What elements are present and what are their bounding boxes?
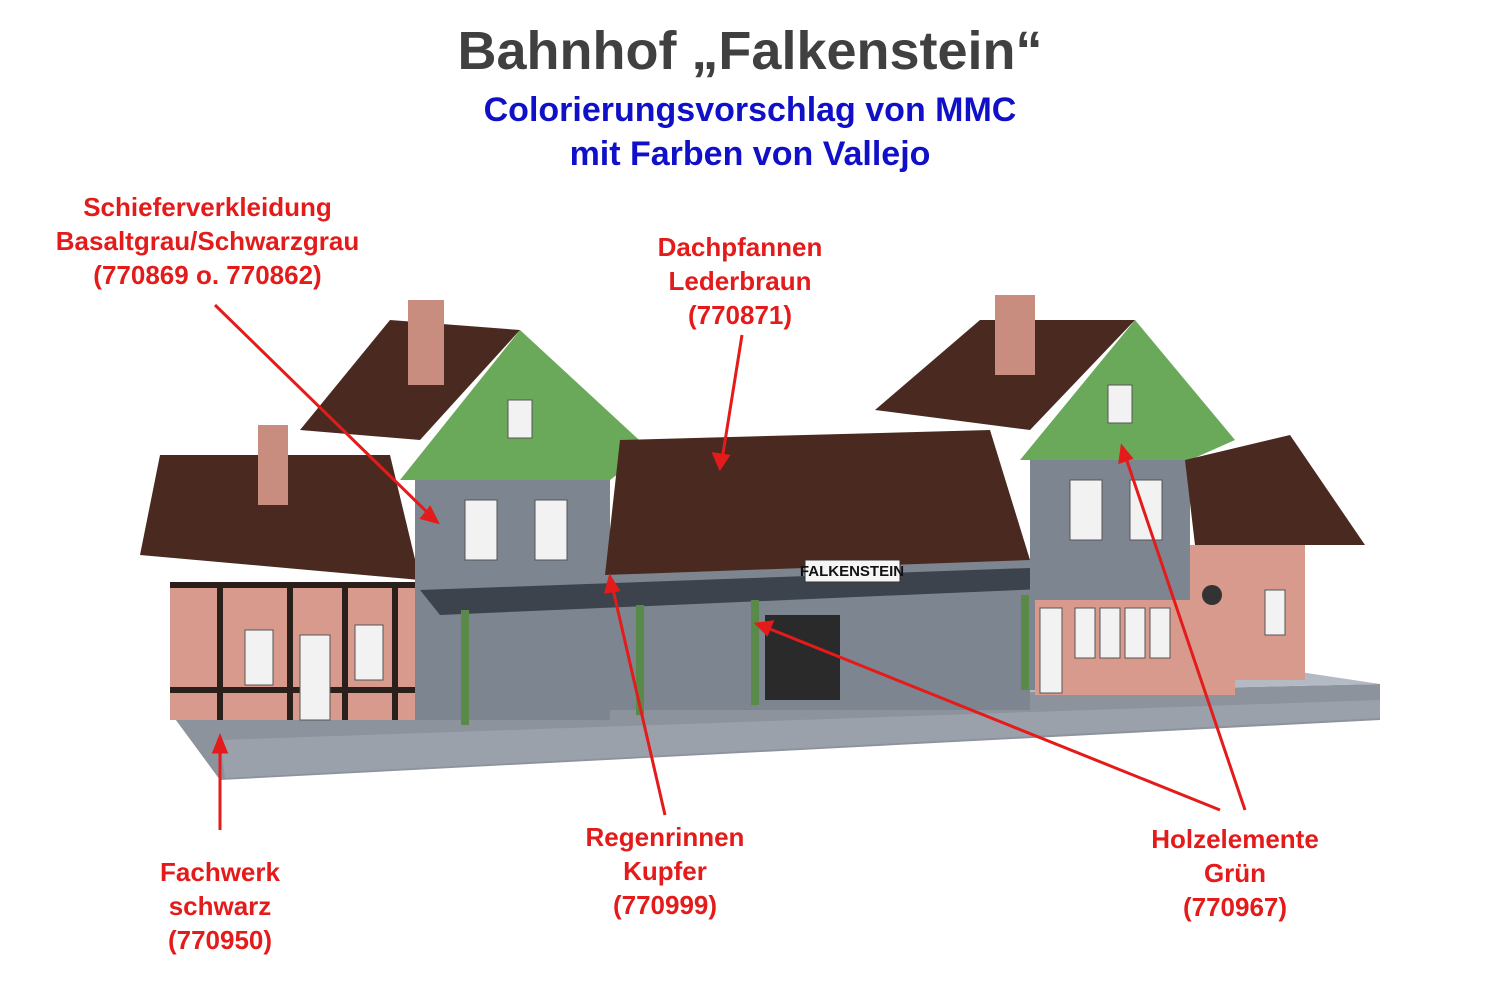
callout-dach-line2: Lederbraun <box>668 266 812 296</box>
callout-holz-line2: Grün <box>1203 858 1267 888</box>
callout-holz-line3: (770967) <box>1182 892 1288 922</box>
centre-hall: FALKENSTEIN <box>420 430 1250 725</box>
callout-dach-line3: (770871) <box>687 300 793 330</box>
left-wing <box>140 425 420 721</box>
callout-regen-line3: (770999) <box>612 890 718 920</box>
callout-dachpfannen: Dachpfannen Lederbraun (770871) <box>630 230 850 332</box>
callout-schieferverkleidung: Schieferverkleidung Basaltgrau/Schwarzgr… <box>40 190 375 292</box>
callout-fachwerk-line2: schwarz <box>168 891 272 921</box>
callout-dach-line1: Dachpfannen <box>657 232 823 262</box>
callout-regen-line2: Kupfer <box>623 856 707 886</box>
right-wing <box>1035 435 1365 695</box>
callout-schiefer-line3: (770869 o. 770862) <box>93 260 322 290</box>
callout-arrows <box>211 303 1247 830</box>
page-title: Bahnhof „Falkenstein“ <box>457 21 1043 81</box>
subtitle-line-2: mit Farben von Vallejo <box>569 135 931 173</box>
callout-regenrinnen: Regenrinnen Kupfer (770999) <box>560 820 770 922</box>
station-name-sign: FALKENSTEIN <box>800 563 904 580</box>
callout-holz-line1: Holzelemente <box>1151 824 1319 854</box>
callout-holzelemente: Holzelemente Grün (770967) <box>1125 822 1345 924</box>
callout-fachwerk-line1: Fachwerk <box>160 857 280 887</box>
callout-schiefer-line2: Basaltgrau/Schwarzgrau <box>55 226 360 256</box>
callout-schiefer-line1: Schieferverkleidung <box>83 192 332 222</box>
callout-regen-line1: Regenrinnen <box>585 822 745 852</box>
callout-fachwerk-line3: (770950) <box>167 925 273 955</box>
subtitle-line-1: Colorierungsvorschlag von MMC <box>483 91 1017 129</box>
callout-fachwerk: Fachwerk schwarz (770950) <box>120 855 320 957</box>
